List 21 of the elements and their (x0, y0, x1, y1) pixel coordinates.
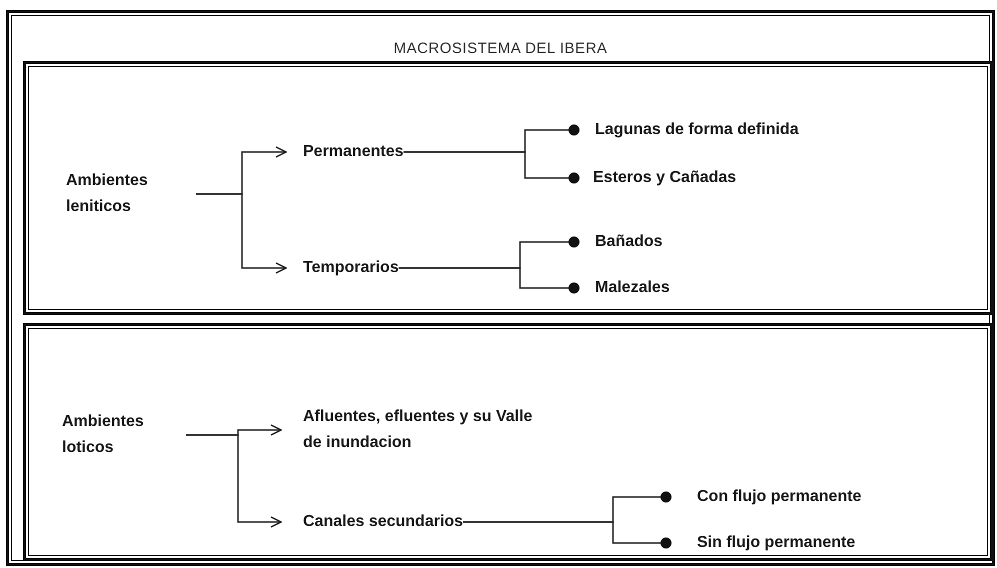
category-label: Con flujo permanente (671, 483, 862, 511)
category-label: Canales secundarios (281, 506, 464, 538)
arrow (186, 434, 282, 528)
category-label: Permanentes (286, 136, 404, 168)
category-label: Malezales (579, 274, 670, 302)
outer-frame (6, 10, 995, 566)
arrow (196, 193, 287, 274)
category-label: Sin flujo permanente (671, 529, 856, 557)
category-label: Ambientes leniticos (56, 166, 196, 222)
category-label: Ambientes loticos (56, 404, 186, 466)
category-label: Temporarios (286, 252, 399, 284)
panel-box (23, 61, 993, 315)
panel-box (23, 323, 993, 561)
category-label: Afluentes, efluentes y su Valle de inundacion (281, 398, 551, 462)
dot-connector (463, 521, 672, 548)
dot-connector (404, 151, 580, 184)
diagram-title: MACROSISTEMA DEL IBERA (394, 40, 608, 57)
category-label: Lagunas de forma definida (579, 116, 799, 144)
category-label: Esteros y Cañadas (579, 164, 736, 192)
dot-connector (398, 267, 580, 294)
category-label: Bañados (579, 228, 663, 256)
